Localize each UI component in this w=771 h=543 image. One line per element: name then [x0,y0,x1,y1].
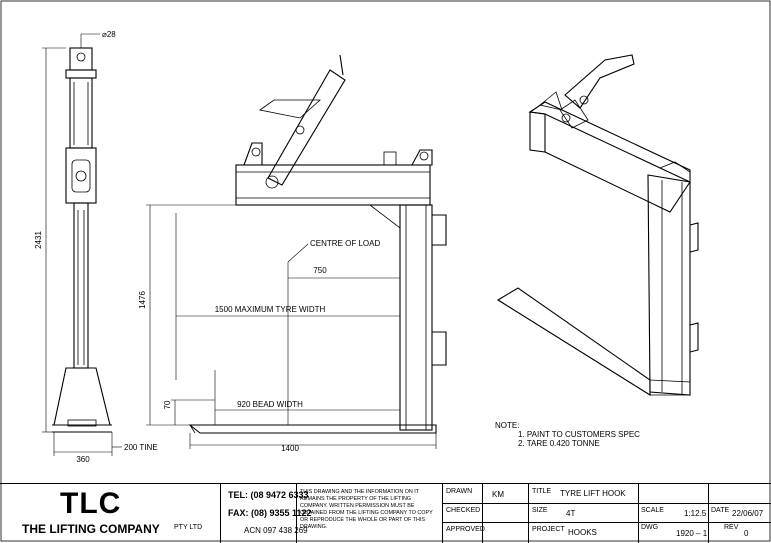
fax-number: FAX: (08) 9355 1122 [228,508,312,518]
lift-height-dim: 1476 [138,291,147,309]
dwg-label: DWG [641,524,659,531]
drawn-value: KM [492,490,504,499]
dwg-value: 1920 – 1 [676,529,708,538]
max-tyre-width-dim: 1500 MAXIMUM TYRE WIDTH [215,305,326,314]
bead-height-dim: 70 [163,400,172,409]
title-value: TYRE LIFT HOOK [560,489,626,498]
date-value: 22/06/07 [732,509,764,518]
company-pty: PTY LTD [174,524,203,531]
size-value: 4T [566,509,576,518]
tine-note-dim: 200 TINE [124,443,158,452]
side-view: 2431 ⌀28 360 200 TINE [34,30,158,464]
project-value: HOOKS [568,528,597,537]
date-label: DATE [711,507,730,514]
centre-of-load-label: CENTRE OF LOAD [310,239,380,248]
title-label: TITLE [532,488,552,495]
drawn-label: DRAWN [446,488,473,495]
size-label: SIZE [532,507,548,514]
centre-distance-dim: 750 [313,266,327,275]
note-item-2: 2. TARE 0.420 TONNE [518,439,600,448]
overall-height-dim: 2431 [34,231,43,249]
isometric-view [496,54,699,396]
approved-label: APPROVED [446,526,485,533]
acn-number: ACN 097 438 269 [244,526,308,535]
checked-label: CHECKED [446,507,481,514]
copyright-disclaimer: THIS DRAWING AND THE INFORMATION ON IT R… [300,489,433,530]
bead-width-dim: 920 BEAD WIDTH [237,400,303,409]
scale-label: SCALE [641,507,664,514]
tine-length-dim: 1400 [281,444,299,453]
title-block: TLC THE LIFTING COMPANY PTY LTD TEL: (08… [0,483,771,543]
notes: NOTE: 1. PAINT TO CUSTOMERS SPEC 2. TARE… [495,421,640,448]
company-name: THE LIFTING COMPANY [22,522,160,536]
notes-heading: NOTE: [495,421,519,430]
phone-number: TEL: (08 9472 6333 [228,490,309,500]
rev-value: 0 [744,529,749,538]
rev-label: REV [724,524,739,531]
project-label: PROJECT [532,526,565,533]
base-width-dim: 360 [76,455,90,464]
pin-diameter-dim: ⌀28 [102,30,116,39]
front-elevation: 1476 70 1400 CENTRE OF LOAD 750 1500 MAX… [138,54,447,453]
note-item-1: 1. PAINT TO CUSTOMERS SPEC [518,430,640,439]
scale-value: 1:12.5 [684,509,707,518]
company-logo: TLC [60,487,122,520]
